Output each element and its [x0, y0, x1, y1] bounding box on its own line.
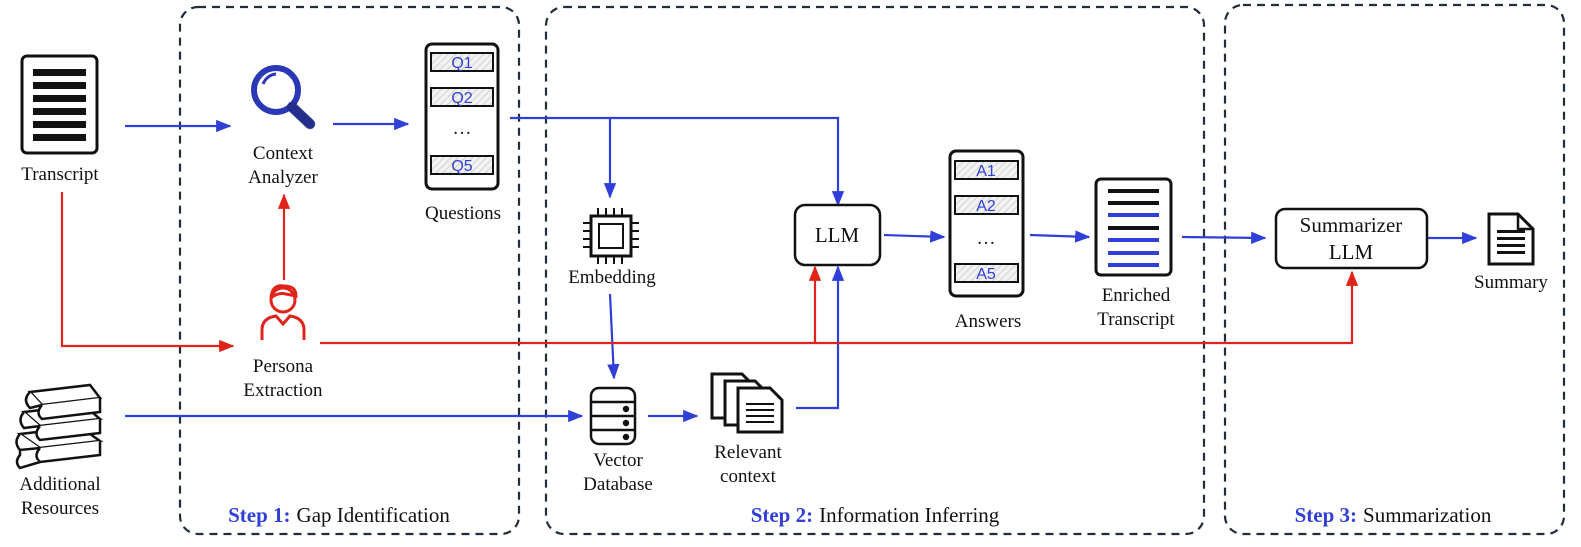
arrow-questions-to-llm	[510, 116, 845, 207]
answer-item-a1	[954, 160, 1019, 180]
summary-node: Summary	[1474, 212, 1548, 293]
step3-frame	[1223, 3, 1566, 536]
step1-frame	[178, 5, 521, 536]
arrow-relevant-to-llm	[796, 265, 845, 410]
arrow-answers-to-enriched	[1029, 230, 1091, 243]
persona-label-line2: Extraction	[243, 380, 323, 401]
vector-database-node: Vector Database	[583, 386, 653, 495]
answers-label: Answers	[955, 311, 1022, 332]
transcript-document-icon	[20, 54, 99, 155]
relevant-label-line1: Relevant	[714, 442, 782, 463]
question-item-q2	[430, 87, 494, 107]
relevant-label-line2: context	[720, 466, 777, 487]
magnifier-icon	[251, 65, 316, 130]
context-label-line1: Context	[253, 143, 314, 164]
vector-label-line1: Vector	[593, 450, 643, 471]
arrow-embedding-to-vector	[607, 293, 620, 380]
additional-label-line2: Resources	[21, 498, 99, 519]
additional-label-line1: Additional	[19, 474, 100, 495]
summary-label: Summary	[1474, 272, 1548, 293]
questions-container	[424, 42, 500, 191]
answer-item-a5	[954, 263, 1019, 283]
question-item-q1-label: Q1	[451, 55, 472, 72]
questions-label: Questions	[425, 203, 501, 224]
documents-stack-icon	[710, 372, 784, 434]
answers-container	[948, 149, 1025, 298]
summary-document-icon	[1487, 212, 1535, 266]
question-ellipsis: …	[453, 118, 472, 139]
arrow-enriched-to-summarizer	[1181, 231, 1267, 244]
question-item-q2-label: Q2	[451, 90, 472, 107]
answer-item-a2-label: A2	[976, 198, 996, 215]
transcript-node: Transcript	[20, 54, 99, 185]
answers-node: A1 A2 … A5 Answers	[948, 149, 1025, 332]
arrow-llm-to-answers	[883, 230, 946, 243]
step2-label: Step 2:Information Inferring	[751, 503, 1000, 527]
persona-extraction-node: Persona Extraction	[243, 284, 323, 401]
question-item-q1	[430, 52, 494, 72]
vector-label-line2: Database	[583, 474, 653, 495]
summarizer-box	[1274, 207, 1429, 270]
persona-label-line1: Persona	[253, 356, 314, 377]
transcript-label: Transcript	[21, 164, 99, 185]
arrow-transcript-to-persona	[60, 192, 235, 353]
llm-label: LLM	[815, 223, 860, 247]
answer-item-a5-label: A5	[976, 266, 996, 283]
enriched-label-line1: Enriched	[1102, 285, 1171, 306]
context-analyzer-node: Context Analyzer	[248, 65, 318, 188]
books-icon	[15, 383, 104, 470]
step1-label: Step 1:Gap Identification	[228, 503, 450, 527]
step2-frame	[544, 5, 1206, 536]
summarizer-label-line1: Summarizer	[1300, 213, 1403, 237]
embedding-node: Embedding	[568, 208, 656, 288]
llm-box	[793, 203, 882, 267]
question-item-q5	[430, 155, 494, 175]
questions-node: Q1 Q2 … Q5 Questions	[424, 42, 501, 224]
additional-resources-node: Additional Resources	[15, 383, 104, 519]
chip-icon	[583, 208, 639, 264]
question-item-q5-label: Q5	[451, 158, 472, 175]
summarizer-llm-node: Summarizer LLM	[1274, 207, 1429, 270]
context-label-line2: Analyzer	[248, 167, 318, 188]
embedding-label: Embedding	[568, 267, 656, 288]
summarizer-label-line2: LLM	[1329, 240, 1374, 264]
arrow-persona-to-summarizer	[320, 270, 1359, 345]
answer-item-a1-label: A1	[976, 163, 996, 180]
database-icon	[589, 386, 637, 446]
enriched-transcript-node: Enriched Transcript	[1094, 177, 1175, 330]
answer-ellipsis: …	[977, 228, 996, 249]
person-icon	[260, 284, 306, 340]
answer-item-a2	[954, 195, 1019, 215]
relevant-context-node: Relevant context	[710, 372, 784, 487]
step3-label: Step 3:Summarization	[1295, 503, 1492, 527]
enriched-label-line2: Transcript	[1097, 309, 1175, 330]
llm-node: LLM	[793, 203, 882, 267]
